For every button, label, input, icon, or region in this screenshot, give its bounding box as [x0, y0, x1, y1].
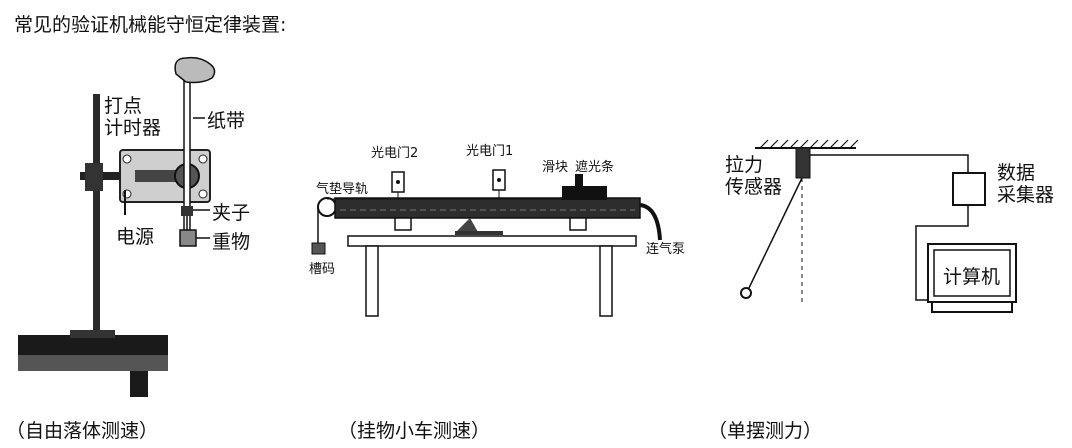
- timer-screw: [122, 154, 132, 164]
- hand-icon: [174, 56, 216, 84]
- caption-free-fall: （自由落体测速）: [6, 420, 159, 442]
- stand-rod: [93, 94, 100, 342]
- clip-icon: [181, 206, 193, 216]
- label-tape: 纸带: [207, 110, 246, 132]
- computer-base: [931, 301, 1013, 313]
- label-force-sensor: 拉力 传感器: [725, 154, 783, 198]
- clamp-bracket: [85, 163, 103, 191]
- table-edge: [18, 355, 168, 371]
- timer-screw: [198, 189, 208, 199]
- slider-block: [562, 186, 607, 200]
- caption-air-track: （挂物小车测速）: [338, 420, 491, 442]
- force-sensor: [795, 147, 811, 179]
- label-clip: 夹子: [212, 202, 251, 224]
- label-timer: 打点 计时器: [104, 95, 162, 139]
- page-title: 常见的验证机械能守恒定律装置:: [14, 14, 287, 36]
- ceiling-hatch: [759, 139, 859, 149]
- stand-foot: [70, 330, 115, 338]
- timer-vibrator: [135, 170, 180, 182]
- label-gate-1: 光电门1: [466, 144, 514, 159]
- label-weight: 重物: [212, 231, 251, 253]
- label-data-collector: 数据 采集器: [997, 162, 1055, 206]
- shade-strip: [575, 174, 583, 187]
- table-top: [18, 335, 168, 355]
- air-hose: [639, 203, 662, 241]
- label-slider: 滑块: [542, 160, 569, 175]
- label-track: 气垫导轨: [316, 182, 369, 197]
- pendulum-bob: [740, 287, 752, 299]
- caption-pendulum: （单摆测力）: [708, 420, 823, 442]
- hook-weight-icon: [311, 242, 326, 255]
- label-hook-weight: 槽码: [309, 262, 336, 277]
- label-gate-2: 光电门2: [371, 146, 419, 161]
- timer-screw: [198, 154, 208, 164]
- label-pump: 连气泵: [646, 242, 686, 257]
- data-collector: [952, 172, 986, 206]
- label-shade: 遮光条: [575, 160, 615, 175]
- table-leg: [130, 371, 148, 397]
- clamp-arm: [80, 172, 135, 180]
- label-power: 电源: [116, 226, 155, 248]
- lab-table: [347, 235, 637, 247]
- air-track: [334, 197, 641, 219]
- label-computer: 计算机: [943, 266, 1001, 288]
